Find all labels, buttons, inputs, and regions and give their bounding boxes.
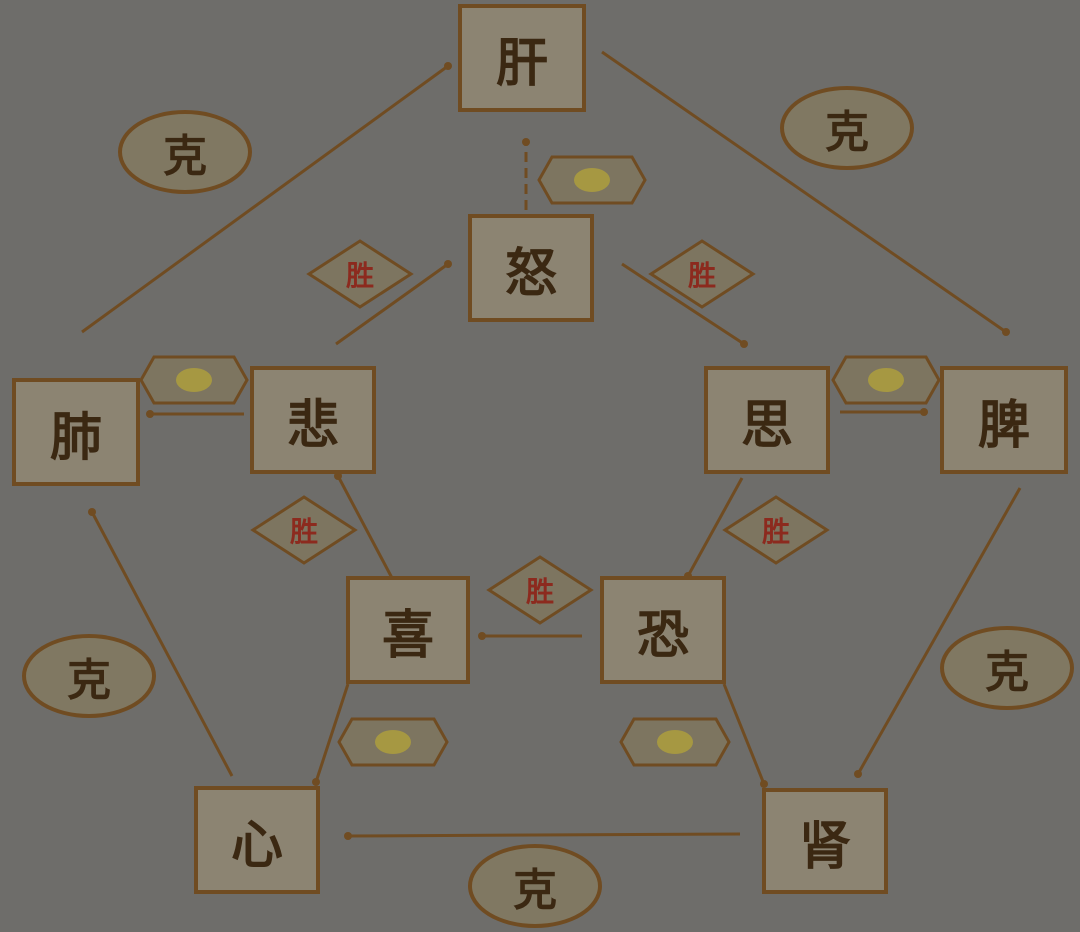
restrain-badge-bottom: 克 xyxy=(468,844,602,928)
restrain-badge-upper-left: 克 xyxy=(118,110,252,194)
overcome-label: 胜 xyxy=(525,575,554,608)
generate-badge-kidney xyxy=(618,716,732,768)
arrow-kidney-to-heart xyxy=(344,832,741,840)
emotion-grief: 悲 xyxy=(250,366,376,474)
arrow-heart-to-lung xyxy=(88,508,234,777)
overcome-badge-grief-anger: 胜 xyxy=(306,238,414,310)
arrow-lung-to-liver xyxy=(81,62,452,334)
emotion-joy: 喜 xyxy=(346,576,470,684)
overcome-badge-anger-pensiveness: 胜 xyxy=(648,238,756,310)
emotion-anger: 怒 xyxy=(468,214,594,322)
arrow-fear-to-kidney xyxy=(722,683,768,788)
generate-badge-liver xyxy=(536,154,648,206)
overcome-label: 胜 xyxy=(761,515,790,548)
overcome-badge-fear-joy: 胜 xyxy=(486,554,594,626)
restrain-badge-upper-right: 克 xyxy=(780,86,914,170)
restrain-badge-right: 克 xyxy=(940,626,1074,710)
generate-badge-heart xyxy=(336,716,450,768)
organ-liver: 肝 xyxy=(458,4,586,112)
arrow-joy-to-grief xyxy=(334,472,394,579)
organ-heart: 心 xyxy=(194,786,320,894)
overcome-badge-pensiveness-fear: 胜 xyxy=(722,494,830,566)
overcome-label: 胜 xyxy=(289,515,318,548)
overcome-badge-joy-grief: 胜 xyxy=(250,494,358,566)
emotion-fear: 恐 xyxy=(600,576,726,684)
arrow-liver-to-spleen xyxy=(601,50,1010,336)
organ-lung: 肺 xyxy=(12,378,140,486)
emotion-pensiveness: 思 xyxy=(704,366,830,474)
generate-badge-lung xyxy=(138,354,250,406)
arrow-pensiveness-to-fear xyxy=(684,477,744,580)
generate-badge-spleen xyxy=(830,354,942,406)
arrow-anger-to-pensiveness xyxy=(621,262,748,348)
restrain-badge-left: 克 xyxy=(22,634,156,718)
organ-kidney: 肾 xyxy=(762,788,888,894)
organ-spleen: 脾 xyxy=(940,366,1068,474)
overcome-label: 胜 xyxy=(345,259,374,292)
arrow-grief-to-anger xyxy=(335,260,452,346)
arrow-spleen-to-kidney xyxy=(854,487,1022,778)
overcome-label: 胜 xyxy=(687,259,716,292)
arrow-joy-to-heart xyxy=(312,683,350,786)
